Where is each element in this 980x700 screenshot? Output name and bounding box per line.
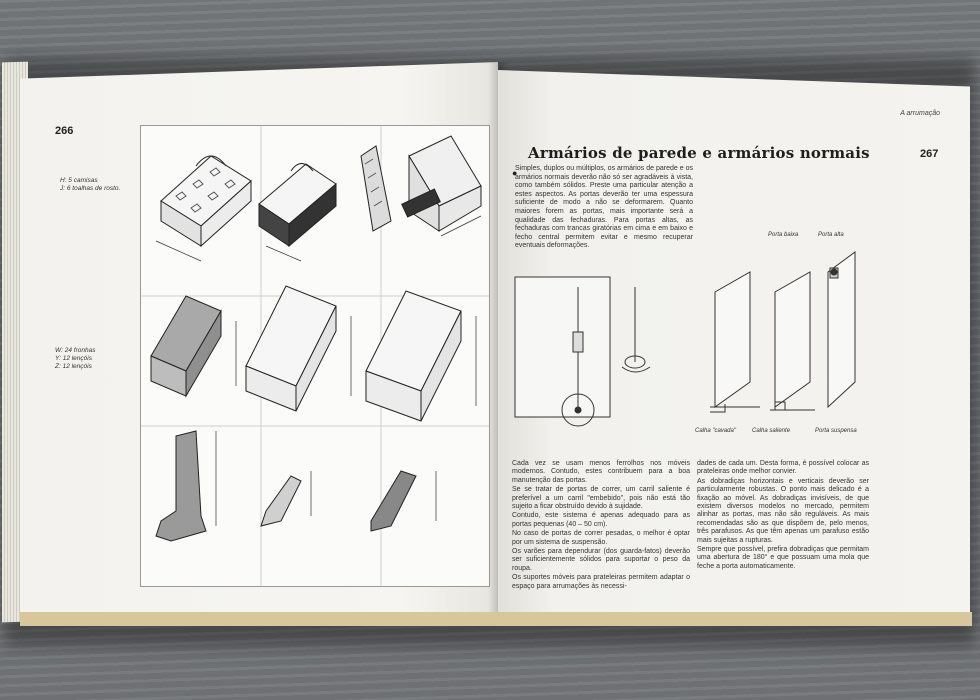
towel-stack-sketch <box>401 135 482 232</box>
label-porta-baixa: Porta baixa <box>768 232 799 238</box>
womens-shoe-sketch <box>260 475 302 527</box>
clothing-storage-illustration <box>140 125 490 587</box>
door-hardware-diagram: Porta baixa Porta alta Calha "cavada" Ca… <box>510 232 865 452</box>
text-column-1: Cada vez se usam menos ferrolhos nos móv… <box>512 460 690 590</box>
sweater-stack-sketch <box>258 163 337 248</box>
label-calha-saliente: Calha saliente <box>752 428 791 434</box>
right-page-number: 267 <box>920 148 939 160</box>
sheet-stack-z-sketch <box>365 290 462 422</box>
label-porta-suspensa: Porta suspensa <box>815 428 857 434</box>
boot-sketch <box>155 430 207 542</box>
mens-shoe-sketch <box>370 470 417 532</box>
note-top: H: 5 camisas J: 6 toalhas de rosto. <box>60 177 121 192</box>
note-bottom: W: 24 fronhas Y: 12 lençóis Z: 12 lençói… <box>55 347 96 370</box>
label-calha-cavada: Calha "cavada" <box>695 428 736 434</box>
page-edge-bottom <box>20 612 972 626</box>
left-page-number: 266 <box>55 125 74 137</box>
pillowcase-stack-sketch <box>150 295 222 398</box>
running-head: A arrumação <box>900 110 940 117</box>
section-title: Armários de parede e armários normais <box>528 144 870 162</box>
sheet-stack-y-sketch <box>245 285 337 412</box>
shirt-stack-sketch <box>160 155 252 248</box>
label-porta-alta: Porta alta <box>818 232 844 238</box>
text-column-2: dades de cada um. Desta forma, é possíve… <box>697 460 869 570</box>
intro-paragraph: Simples, duplos ou múltiplos, os armário… <box>515 165 693 250</box>
bullet-icon: ● <box>512 168 518 178</box>
ties-sketch <box>360 145 392 232</box>
